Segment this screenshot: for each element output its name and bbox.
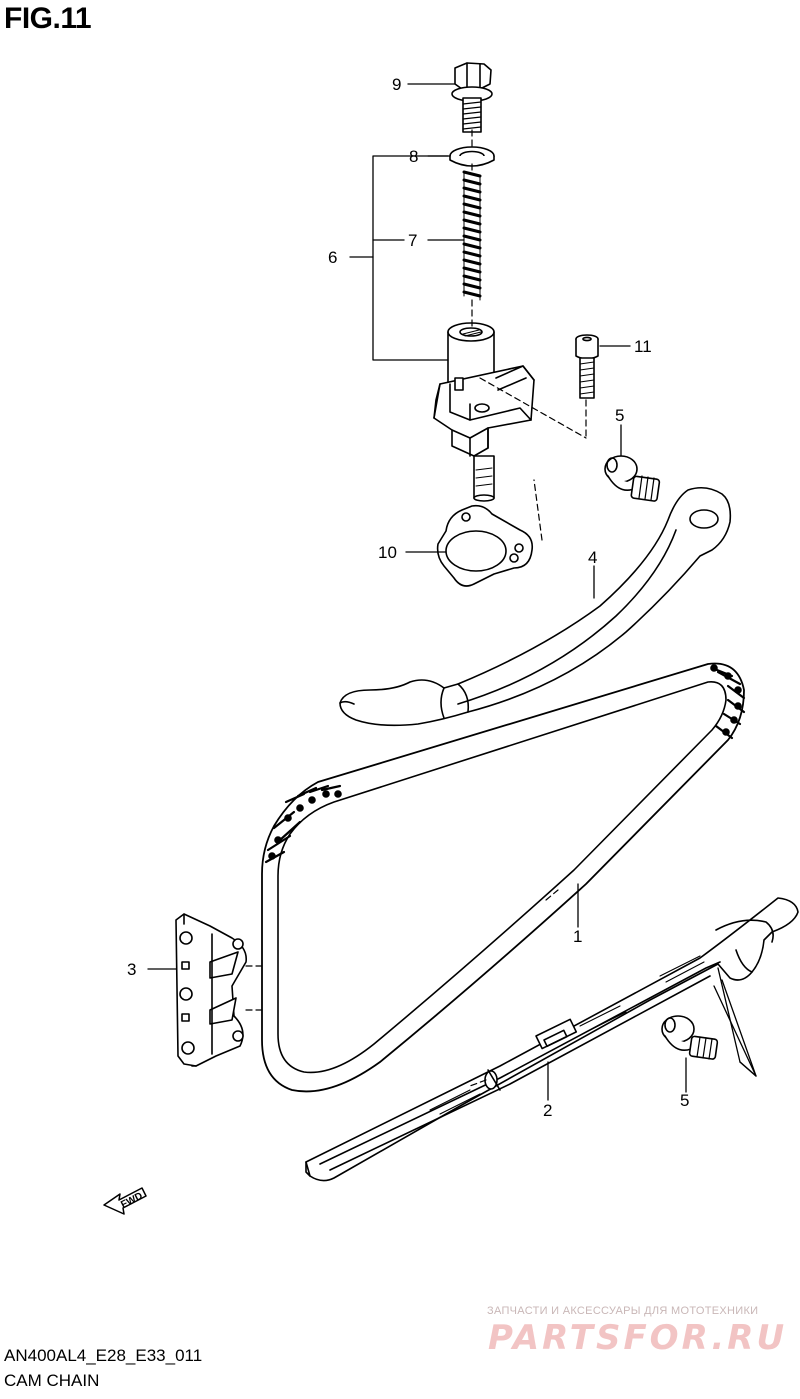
- callout-8: 8: [409, 147, 418, 166]
- callout-2: 2: [543, 1101, 552, 1120]
- callout-7: 7: [408, 231, 417, 250]
- callout-5-bottom: 5: [680, 1091, 689, 1110]
- fwd-label: FWD: [119, 1191, 144, 1211]
- part-7-spring: [462, 170, 482, 301]
- watermark-tagline: ЗАПЧАСТИ И АКСЕССУАРЫ ДЛЯ МОТОТЕХНИКИ: [487, 1305, 759, 1317]
- part-5-guide-bolt-top: [604, 455, 661, 502]
- leader-lines: [147, 83, 757, 1101]
- callout-labels: 9 8 7 6 11 5 10 4 1 3 2 5: [127, 75, 689, 1120]
- callout-6: 6: [328, 248, 337, 267]
- figure-caption: CAM CHAIN: [4, 1371, 100, 1390]
- part-1-cam-chain: [261, 662, 746, 1093]
- part-5-guide-bolt-bottom: [661, 1015, 719, 1060]
- figure-code: AN400AL4_E28_E33_011: [4, 1346, 203, 1365]
- callout-10: 10: [378, 543, 397, 562]
- part-10-gasket: [436, 504, 534, 587]
- part-2-chain-guide: [305, 897, 799, 1182]
- part-8-washer: [449, 146, 495, 167]
- part-4-chain-tensioner-guide: [339, 486, 732, 727]
- part-3-guide-plate: [175, 913, 248, 1067]
- callout-5-top: 5: [615, 406, 624, 425]
- part-11-bolt: [575, 334, 599, 399]
- part-9-bolt: [451, 62, 493, 133]
- callout-1: 1: [573, 927, 582, 946]
- callout-4: 4: [588, 548, 597, 567]
- hidden-lines: [245, 129, 587, 1087]
- callout-11: 11: [634, 337, 652, 356]
- part-6-cam-chain-tensioner: [433, 322, 535, 502]
- callout-3: 3: [127, 960, 136, 979]
- fwd-arrow-icon: FWD: [103, 1187, 147, 1215]
- figure-title: FIG.11: [4, 2, 92, 35]
- watermark-logo: PARTSFOR.RU: [488, 1318, 788, 1358]
- callout-9: 9: [392, 75, 401, 94]
